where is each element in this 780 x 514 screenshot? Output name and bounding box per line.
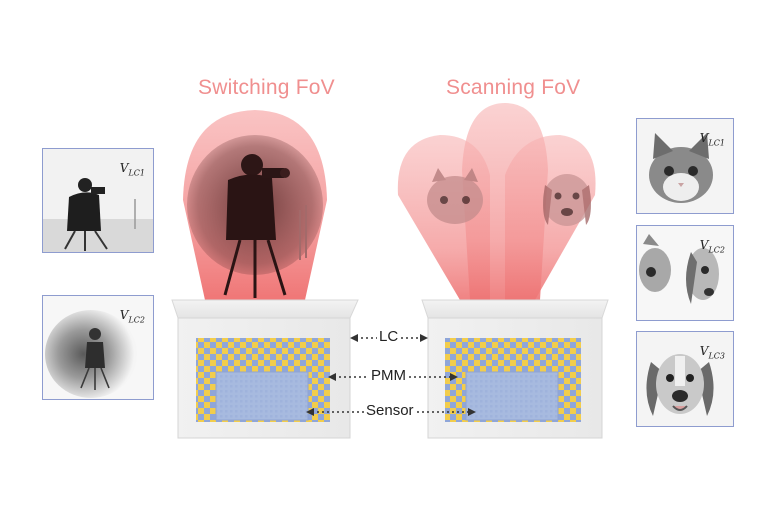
device-right [421, 299, 609, 439]
switching-beam [183, 110, 327, 300]
sensor-left [215, 371, 309, 421]
scanning-beams [397, 103, 596, 300]
vlc2-label-left: VLC2 [119, 308, 145, 325]
vlc2-label-right: VLC2 [699, 238, 725, 255]
thumbnail-vlc1-right: VLC1 [636, 118, 734, 214]
arrow-heads [306, 334, 476, 416]
lc-label: LC [377, 328, 401, 345]
cat-in-beam [427, 168, 483, 224]
switching-fov-title: Switching FoV [198, 76, 335, 99]
thumbnail-vlc2-left: VLC2 [42, 295, 154, 400]
pmm-label: PMM [369, 367, 408, 384]
cat-dog-halves-image [637, 226, 733, 320]
scanning-fov-title: Scanning FoV [446, 76, 581, 99]
cat-image [637, 119, 733, 213]
thumbnail-vlc2-right: VLC2 [636, 225, 734, 321]
cameraman-in-beam [187, 135, 323, 298]
sensor-label: Sensor [364, 402, 416, 419]
connector-arrows [312, 337, 470, 413]
thumbnail-vlc3-right: VLC3 [636, 331, 734, 427]
sensor-right [465, 371, 559, 421]
dog-image [637, 332, 733, 426]
thumbnail-vlc1-left: VLC1 [42, 148, 154, 253]
device-left [171, 299, 359, 439]
vlc1-label-right: VLC1 [699, 131, 725, 148]
vlc3-label-right: VLC3 [699, 344, 725, 361]
vlc1-label-left: VLC1 [119, 161, 145, 178]
dog-in-beam [543, 174, 591, 226]
cameraman-sharp-image [43, 149, 153, 252]
cameraman-blurred-image [43, 296, 153, 399]
